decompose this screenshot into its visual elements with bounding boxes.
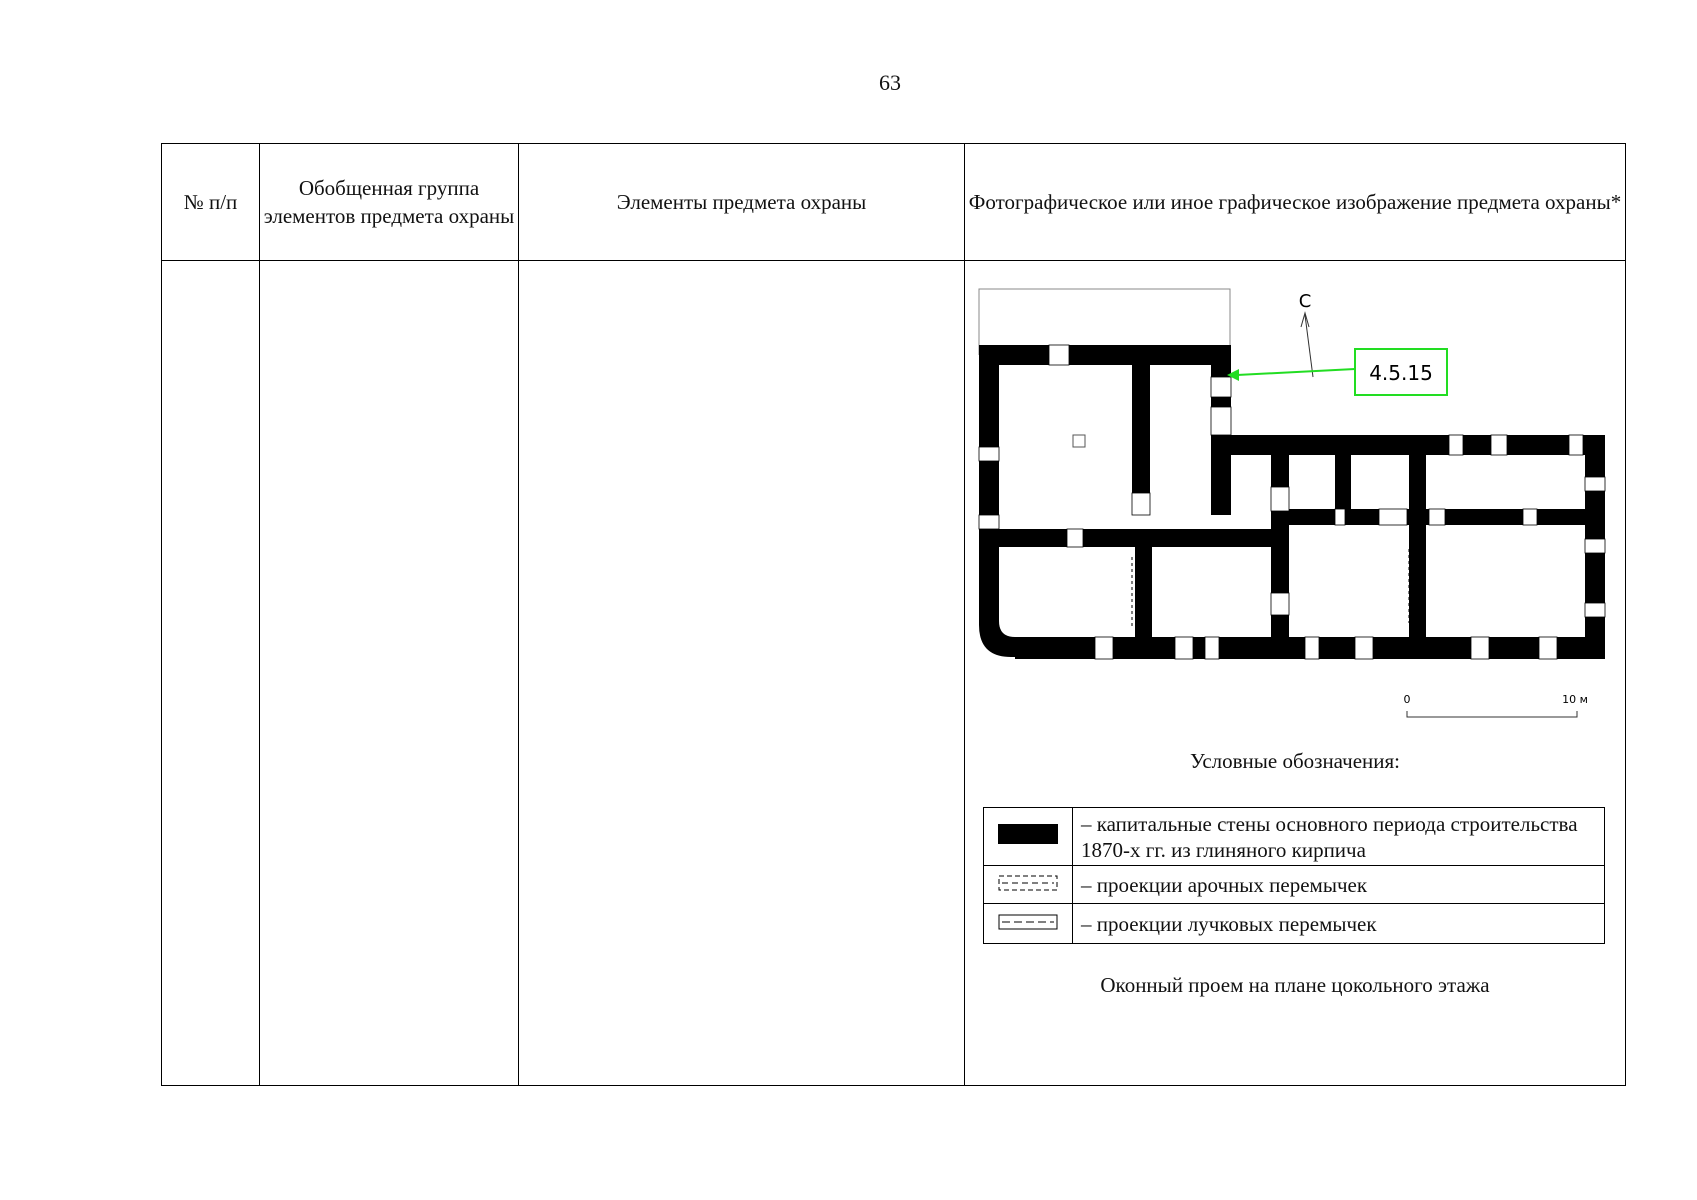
legend-symbol-solid <box>983 807 1073 866</box>
legend-symbol-arch <box>983 865 1073 904</box>
header-image: Фотографическое или иное графическое изо… <box>964 143 1626 261</box>
callout-label: 4.5.15 <box>1369 361 1433 385</box>
north-arrow-shaft <box>1304 314 1314 378</box>
legend-row: – капитальные стены основного периода ст… <box>983 807 1605 866</box>
cell-group <box>259 260 519 1086</box>
scale-bar <box>1406 711 1578 718</box>
header-group: Обобщенная группа элементов предмета охр… <box>259 143 519 261</box>
callout-arrow-head <box>1227 369 1239 381</box>
cell-elements <box>518 260 965 1086</box>
dashed-segmental-icon <box>998 914 1058 929</box>
cell-number <box>161 260 260 1086</box>
north-arrow-head <box>1300 311 1310 328</box>
header-elements: Элементы предмета охраны <box>518 143 965 261</box>
arch-projections <box>1131 549 1416 627</box>
table-header-row: № п/п Обобщенная группа элементов предме… <box>161 143 1626 261</box>
annex-outline <box>978 288 1231 355</box>
north-label: С <box>1299 291 1312 312</box>
legend-text: – проекции арочных перемычек <box>1072 865 1605 904</box>
legend-text: – капитальные стены основного периода ст… <box>1072 807 1605 866</box>
column-marker <box>1072 434 1086 448</box>
table-row: С 4.5.15 0 10 м Условные обозначения: – … <box>161 260 1626 1086</box>
scale-start-label: 0 <box>1404 693 1411 706</box>
callout-leader-line <box>1236 368 1356 376</box>
legend-title: Условные обозначения: <box>1189 749 1401 773</box>
image-caption: Оконный проем на плане цокольного этажа <box>1100 973 1490 997</box>
scale-end-label: 10 м <box>1562 693 1588 706</box>
cell-image: С 4.5.15 0 10 м Условные обозначения: – … <box>964 260 1626 1086</box>
capital-walls <box>979 345 1605 659</box>
wall-openings <box>978 344 1606 660</box>
legend-text: – проекции лучковых перемычек <box>1072 903 1605 944</box>
floor-plan-drawing: С 4.5.15 0 10 м <box>978 288 1606 718</box>
legend-table: – капитальные стены основного периода ст… <box>983 807 1605 944</box>
page-number: 63 <box>879 70 901 95</box>
dashed-arch-icon <box>998 875 1058 890</box>
legend-symbol-segmental <box>983 903 1073 944</box>
legend-row: – проекции арочных перемычек <box>983 865 1605 904</box>
legend-row: – проекции лучковых перемычек <box>983 903 1605 944</box>
callout-box <box>1354 348 1448 396</box>
solid-wall-icon <box>998 823 1058 844</box>
protection-subject-table: № п/п Обобщенная группа элементов предме… <box>161 143 1626 1086</box>
header-number: № п/п <box>161 143 260 261</box>
